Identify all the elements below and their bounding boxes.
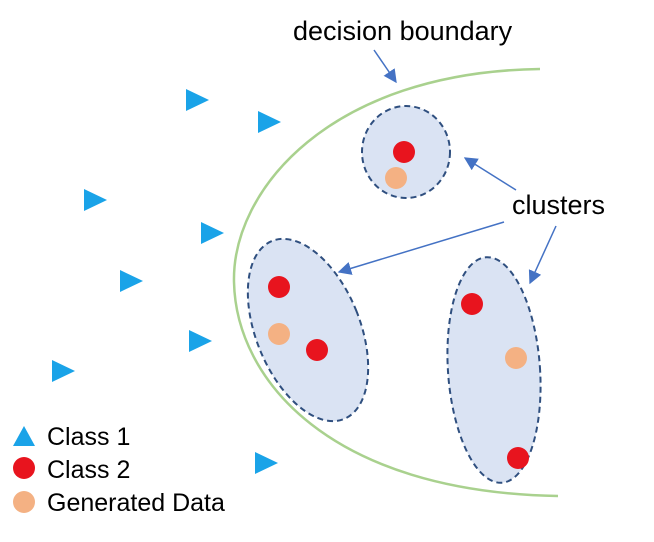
legend-class1-label: Class 1	[47, 423, 130, 451]
generated-point	[268, 323, 290, 345]
legend-class1-icon	[13, 426, 35, 446]
class1-point	[255, 452, 278, 474]
class1-point	[258, 111, 281, 133]
class1-point	[84, 189, 107, 211]
class1-point	[120, 270, 143, 292]
arrow-decision-boundary	[373, 49, 397, 84]
legend-generated-icon	[13, 491, 35, 513]
class1-point	[189, 330, 212, 352]
generated-point	[385, 167, 407, 189]
class2-point	[461, 293, 483, 315]
cluster-right	[446, 256, 542, 484]
legend: Class 1 Class 2 Generated Data	[13, 423, 225, 517]
generated-point	[505, 347, 527, 369]
class1-point	[186, 89, 209, 111]
cluster-left	[246, 237, 370, 423]
class2-point	[306, 339, 328, 361]
clusters-label: clusters	[512, 190, 605, 220]
legend-class2-icon	[13, 457, 35, 479]
class2-point	[393, 141, 415, 163]
arrow-cluster-right	[528, 225, 557, 285]
decision-boundary-curve	[232, 67, 559, 498]
class1-point	[201, 222, 224, 244]
decision-boundary-label: decision boundary	[293, 16, 513, 46]
legend-class2-label: Class 2	[47, 456, 130, 484]
legend-generated-label: Generated Data	[47, 489, 225, 517]
arrow-cluster-top	[463, 157, 517, 191]
class1-point	[52, 360, 75, 382]
class2-point	[507, 447, 529, 469]
arrow-cluster-left	[337, 221, 505, 275]
class2-point	[268, 276, 290, 298]
